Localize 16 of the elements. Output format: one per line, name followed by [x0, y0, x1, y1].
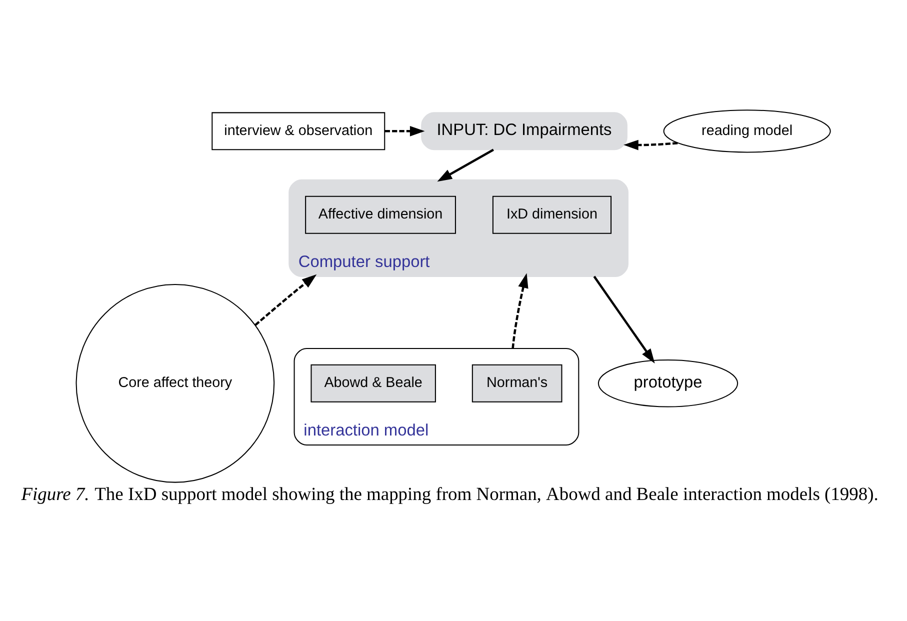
- node-ellipse: reading model: [663, 110, 831, 153]
- node-box: interview & observation: [212, 112, 386, 150]
- caption: Figure 7. The IxD support model showing the mapping from Norman, Abowd and Beale interaction models (1998).: [21, 484, 878, 504]
- arrow: [624, 140, 678, 150]
- arrow: [593, 276, 655, 364]
- arrow: [254, 274, 317, 326]
- arrow: [437, 148, 494, 182]
- arrow: [512, 273, 528, 349]
- arrow: [384, 126, 425, 136]
- node-ellipse: prototype: [598, 360, 738, 408]
- node-box: Norman's: [472, 364, 562, 402]
- node-box: IxD dimension: [492, 196, 612, 234]
- node-box: Abowd & Beale: [310, 364, 436, 402]
- node-circle: Core affect theory: [76, 284, 275, 483]
- node-box: INPUT: DC Impairments: [421, 112, 628, 150]
- node-box: Affective dimension: [305, 196, 456, 234]
